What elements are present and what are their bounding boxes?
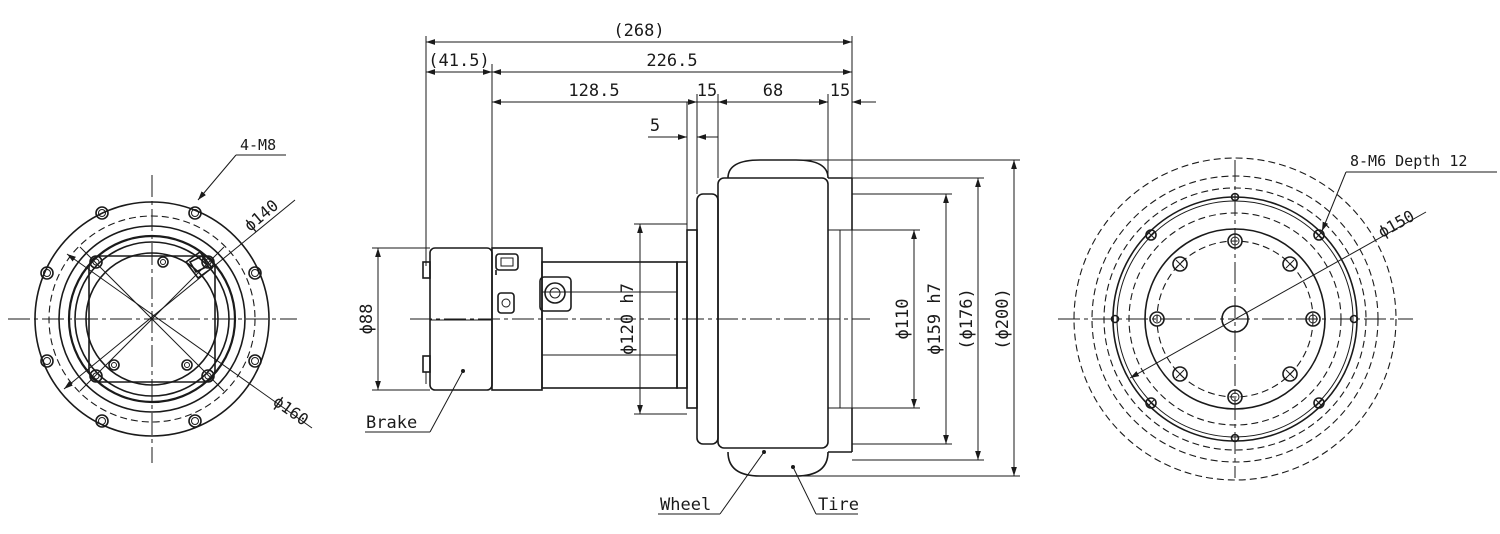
right-hole-callout: 8-M6 Depth 12 (1350, 152, 1467, 170)
left-hole-callout: 4-M8 (240, 136, 276, 154)
label-brake: Brake (366, 413, 417, 433)
dim-wheel-outer: (ϕ176) (957, 288, 977, 349)
right-outer-holes (1110, 192, 1359, 443)
right-end-view: 8-M6 Depth 12 ϕ150 (1058, 152, 1497, 481)
connector-top (495, 253, 519, 275)
right-tire-outline (1073, 157, 1397, 481)
connector-round (539, 276, 572, 312)
left-flange-holes (40, 206, 262, 428)
dim-spigot-diameter: ϕ120 h7 (618, 283, 638, 355)
dim-body-length: 226.5 (646, 51, 697, 71)
dim-overall-length: (268) (613, 21, 664, 41)
dim-wheel-width: 68 (763, 81, 783, 101)
dim-flange-thickness: 15 (697, 81, 717, 101)
label-wheel: Wheel (660, 495, 711, 515)
label-tire: Tire (818, 495, 859, 515)
dim-tire-outer: (ϕ200) (993, 288, 1013, 349)
dim-wheel-fit: ϕ159 h7 (925, 283, 945, 355)
right-threaded-holes-outer (1145, 229, 1325, 409)
right-pcd-label: ϕ150 (1375, 206, 1418, 241)
left-square-frame (88, 255, 216, 383)
left-end-view: 4-M8 ϕ140 ϕ160 (8, 136, 313, 463)
side-view: (268) (41.5) 226.5 128.5 15 68 15 5 ϕ88 … (357, 21, 1020, 515)
dim-brake-diameter: ϕ88 (357, 304, 377, 335)
dim-flange-gap: 5 (650, 116, 660, 136)
dim-wheel-bore: ϕ110 (893, 299, 913, 340)
tire (727, 159, 853, 477)
dim-tire-offset: 15 (830, 81, 850, 101)
connector-bottom (497, 292, 515, 314)
dim-motor-length: 128.5 (568, 81, 619, 101)
right-threaded-holes-inner (1149, 233, 1321, 405)
left-pcd-label: ϕ140 (240, 196, 282, 235)
right-center-bore (1221, 305, 1249, 333)
left-outer-flange-circle (34, 201, 270, 437)
dim-brake-offset: (41.5) (428, 51, 489, 71)
wheel (717, 177, 853, 449)
